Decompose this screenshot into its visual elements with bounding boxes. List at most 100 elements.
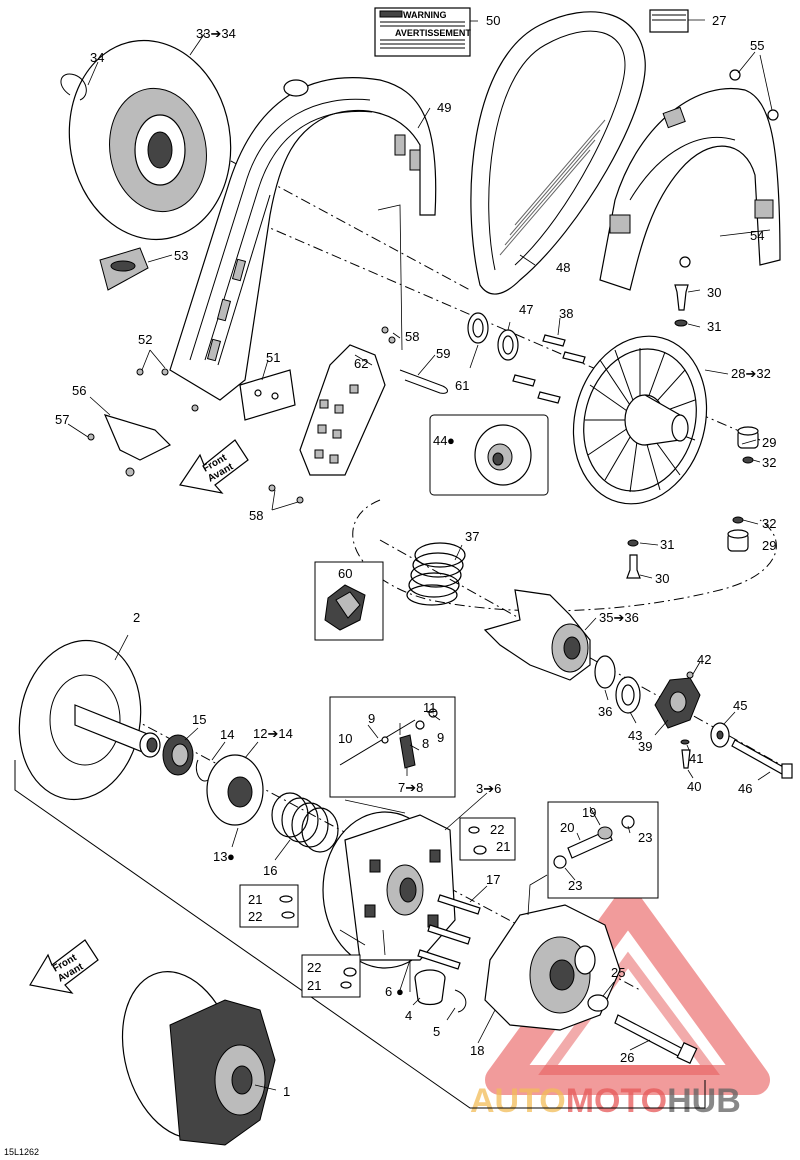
driven-pulley-28 xyxy=(572,335,708,505)
callout-40: 40 xyxy=(687,779,701,794)
detail-box-60 xyxy=(314,561,384,641)
spacer-61 xyxy=(467,312,489,344)
svg-text:●: ● xyxy=(447,433,455,448)
callout-23-right: 23 xyxy=(638,830,652,845)
callout-9-right: 9 xyxy=(437,730,444,745)
callout-37: 37 xyxy=(465,529,479,544)
spring-16 xyxy=(271,792,339,853)
callout-labels: 33➔34 34 53 50 27 55 49 48 54 30 31 28➔3… xyxy=(55,13,776,1099)
callout-47: 47 xyxy=(519,302,533,317)
fixed-sheave-33 xyxy=(68,39,232,241)
bearing-15 xyxy=(162,734,194,776)
belt-guard-54 xyxy=(599,69,781,291)
washer-31-top xyxy=(674,319,688,327)
hub-39 xyxy=(654,677,701,729)
callout-20: 20 xyxy=(560,820,574,835)
callout-58-bottom: 58 xyxy=(249,508,263,523)
plate-62 xyxy=(299,344,386,476)
warning-label-title-fr: AVERTISSEMENT xyxy=(395,28,471,38)
callout-29-bottom: 29 xyxy=(762,538,776,553)
callout-27: 27 xyxy=(712,13,726,28)
movable-sheave-3 xyxy=(322,811,456,969)
drive-pulley-assembly-1 xyxy=(121,971,276,1146)
spider-18 xyxy=(484,904,621,1031)
callout-54: 54 xyxy=(750,228,764,243)
callout-38: 38 xyxy=(559,306,573,321)
snap-ring-34 xyxy=(60,73,87,101)
callout-22-bottom: 22 xyxy=(307,960,321,975)
callout-44: 44 xyxy=(433,433,447,448)
callout-60: 60 xyxy=(338,566,352,581)
svg-text:●: ● xyxy=(227,849,235,864)
svg-text:AUTOMOTOHUB: AUTOMOTOHUB xyxy=(470,1082,741,1120)
callout-5: 5 xyxy=(433,1024,440,1039)
callout-14: 14 xyxy=(220,727,234,742)
callout-11: 11 xyxy=(423,700,437,715)
callout-25: 25 xyxy=(611,965,625,980)
clip-56 xyxy=(103,414,172,477)
callout-10: 10 xyxy=(338,731,352,746)
callout-58-top: 58 xyxy=(405,329,419,344)
front-direction-arrow-bottom: Front Avant xyxy=(29,939,99,994)
callout-22-right: 22 xyxy=(490,822,504,837)
callout-18: 18 xyxy=(470,1043,484,1058)
callout-9-left: 9 xyxy=(368,711,375,726)
callout-31-bottom: 31 xyxy=(660,537,674,552)
spring-37 xyxy=(406,542,466,606)
callout-36: 36 xyxy=(598,704,612,719)
callout-62: 62 xyxy=(354,356,368,371)
callout-31-top: 31 xyxy=(707,319,721,334)
callout-55: 55 xyxy=(750,38,764,53)
washer-45 xyxy=(710,722,730,748)
callout-21-right: 21 xyxy=(496,839,510,854)
callout-34: 34 xyxy=(90,50,104,65)
bolt-46 xyxy=(731,739,793,779)
label-27 xyxy=(649,9,689,33)
detail-box-7-11 xyxy=(329,696,456,798)
callout-59: 59 xyxy=(436,346,450,361)
spider-cap-12 xyxy=(206,754,264,826)
ring-32-top xyxy=(742,456,754,464)
pin-59 xyxy=(399,369,448,394)
detail-box-44 xyxy=(429,414,549,496)
callout-7-8: 7➔8 xyxy=(398,780,423,795)
screws-17 xyxy=(417,894,481,970)
callout-3-6: 3➔6 xyxy=(476,781,501,796)
callout-26: 26 xyxy=(620,1050,634,1065)
watermark-hub: HUB xyxy=(667,1082,741,1120)
callout-39: 39 xyxy=(638,739,652,754)
washer-43 xyxy=(615,676,641,714)
watermark-auto: AUTO xyxy=(470,1082,566,1120)
bushing-4 xyxy=(414,969,446,1006)
bushing-29-bottom xyxy=(727,529,749,552)
fixed-sheave-2 xyxy=(18,639,161,801)
callout-2: 2 xyxy=(133,610,140,625)
callout-35-36: 35➔36 xyxy=(599,610,639,625)
screw-57 xyxy=(87,433,95,441)
callout-16: 16 xyxy=(263,863,277,878)
callout-15: 15 xyxy=(192,712,206,727)
callout-46: 46 xyxy=(738,781,752,796)
callout-12-14: 12➔14 xyxy=(253,726,293,741)
screw-42 xyxy=(686,671,694,679)
slider-pad-53 xyxy=(99,247,149,291)
cam-35 xyxy=(483,589,591,681)
callout-21-left: 21 xyxy=(248,892,262,907)
warning-label-50: WARNING AVERTISSEMENT xyxy=(374,7,471,57)
ring-14 xyxy=(195,759,209,782)
washer-31-bottom xyxy=(627,539,639,547)
screw-30-bottom xyxy=(626,554,641,579)
callout-23-left: 23 xyxy=(568,878,582,893)
callout-13: 13 xyxy=(213,849,227,864)
screw-40 xyxy=(681,749,691,769)
callout-4: 4 xyxy=(405,1008,412,1023)
washer-41 xyxy=(680,739,690,745)
callout-22-left: 22 xyxy=(248,909,262,924)
bracket-51 xyxy=(239,369,296,421)
callout-19: 19 xyxy=(582,805,596,820)
callout-41: 41 xyxy=(689,751,703,766)
callout-1: 1 xyxy=(283,1084,290,1099)
callout-32-bottom: 32 xyxy=(762,516,776,531)
callout-50: 50 xyxy=(486,13,500,28)
